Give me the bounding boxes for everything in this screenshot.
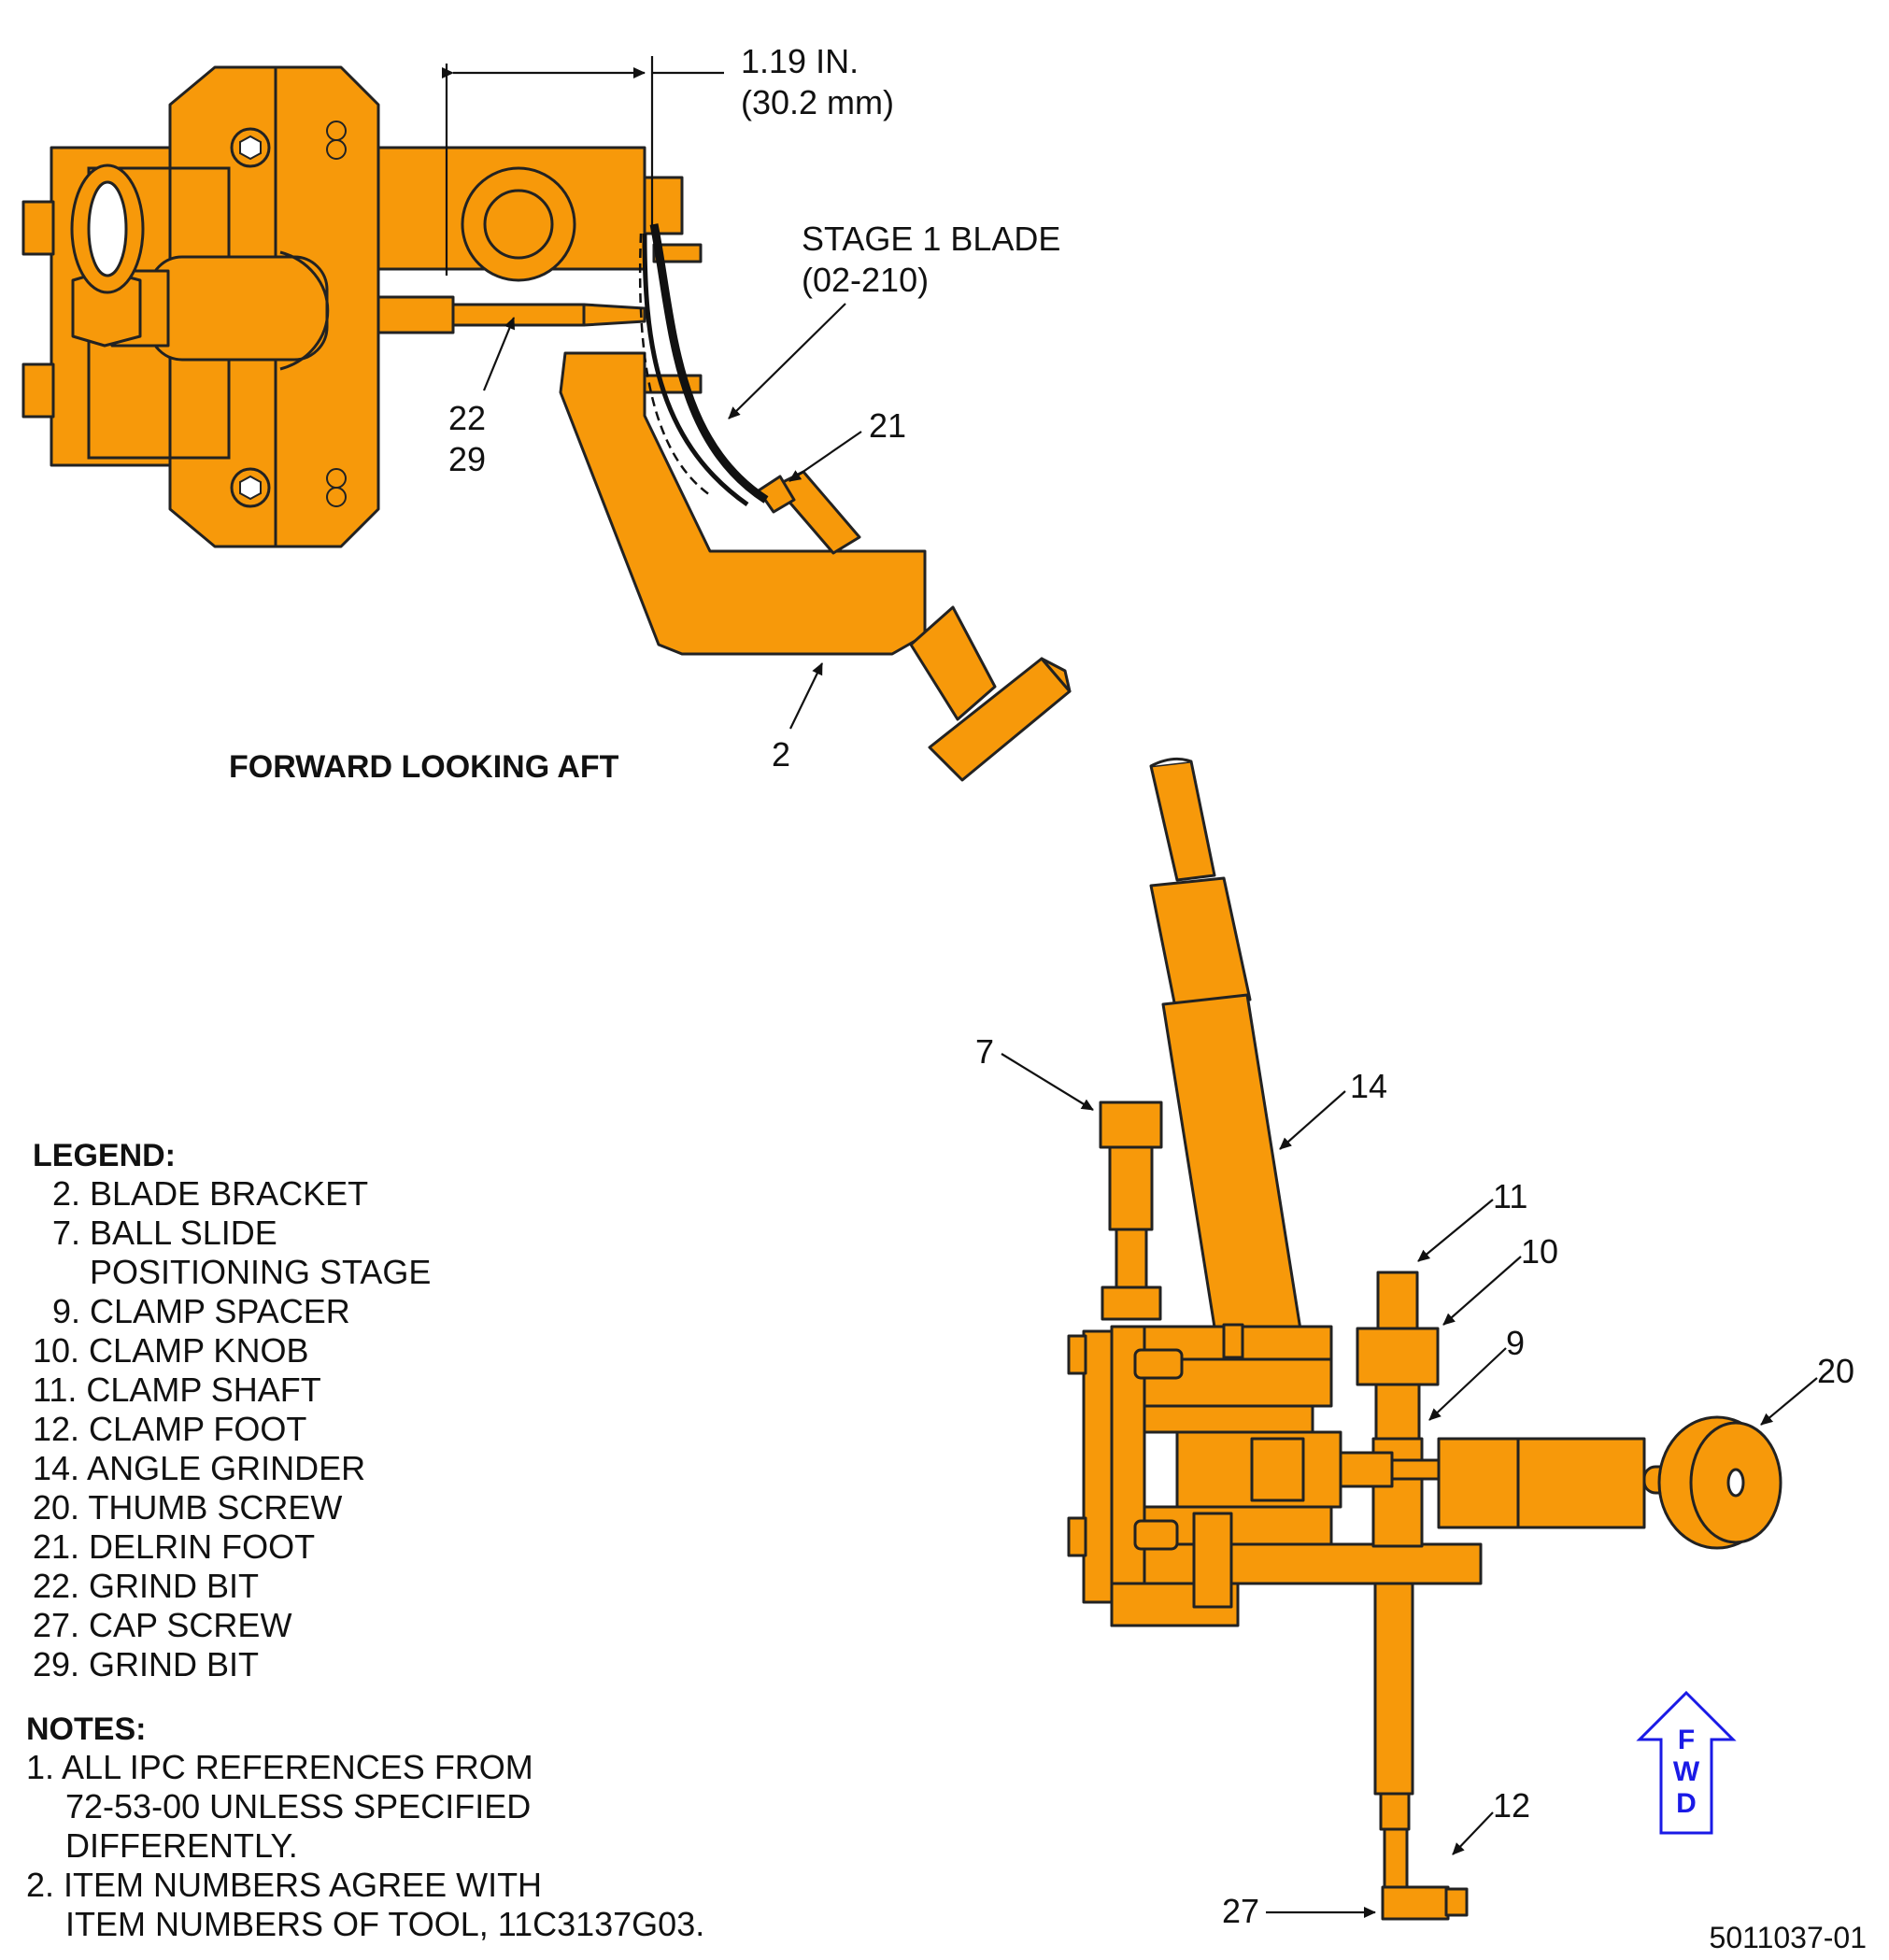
legend: LEGEND: 2. BLADE BRACKET 7. BALL SLIDE P… [33,1138,431,1683]
dimension-annotation: 1.19 IN. (30.2 mm) [442,42,894,276]
callout-12: 12 [1493,1786,1530,1825]
grind-bit-shaft [451,303,586,327]
tab-upper [643,176,684,235]
grind-bit-tip [582,303,646,327]
callout-2: 2 [772,735,790,774]
ball-slide-foot [1101,1285,1162,1321]
fwd-letter-d: D [1676,1788,1697,1819]
clamp-shaft-top [1376,1271,1419,1330]
side-callouts: 7 14 11 10 9 20 12 27 [975,1032,1854,1930]
ball-slide-stem [1115,1228,1148,1291]
legend-item: 11. CLAMP SHAFT [33,1371,321,1409]
fwd-letter-f: F [1678,1725,1695,1755]
callout-27: 27 [1222,1892,1259,1930]
notes-title: NOTES: [26,1711,146,1747]
grinder-shaft [148,255,329,362]
clamp-spacer [1374,1383,1421,1442]
callout-11: 11 [1493,1177,1527,1215]
legend-item: 7. BALL SLIDE [52,1214,277,1252]
note-line: 72-53-00 UNLESS SPECIFIED [65,1787,531,1825]
callout-14: 14 [1350,1067,1387,1105]
dimension-inch: 1.19 IN. [741,42,859,80]
blade-label-line1: STAGE 1 BLADE [802,220,1060,258]
notes: NOTES: 1. ALL IPC REFERENCES FROM 72-53-… [26,1711,704,1943]
callout-20: 20 [1817,1352,1854,1390]
top-view-caption: FORWARD LOOKING AFT [229,749,619,785]
legend-title: LEGEND: [33,1138,176,1173]
legend-item: 21. DELRIN FOOT [33,1527,315,1566]
bearing-inner [483,189,554,260]
clamp-foot [1381,1885,1450,1921]
bracket-thumb-screw-shaft [909,605,997,721]
legend-item: 14. ANGLE GRINDER [33,1449,365,1487]
delrin-foot [757,475,796,514]
frame-left-plate [1082,1329,1114,1604]
fwd-arrow: F W D [1636,1690,1737,1835]
side-view-assembly [1067,757,1782,1921]
stud-upper [21,200,55,256]
legend-item: 22. GRIND BIT [33,1567,259,1605]
ball-slide-top [1099,1101,1163,1149]
legend-item: 2. BLADE BRACKET [52,1174,368,1213]
clamp-shaft-lower [1373,1582,1414,1796]
grinder-tip [1149,760,1216,882]
callout-7: 7 [975,1032,994,1071]
collet [376,295,455,334]
grinder-neck [1149,876,1252,1009]
fwd-arrow-icon [1636,1690,1737,1835]
legend-item: 9. CLAMP SPACER [52,1292,350,1330]
legend-item: 12. CLAMP FOOT [33,1410,306,1448]
legend-item: 20. THUMB SCREW [33,1488,342,1527]
clamp-knob [1356,1327,1440,1386]
callout-9: 9 [1506,1324,1525,1362]
note-line: 1. ALL IPC REFERENCES FROM [26,1748,533,1786]
blade-label: STAGE 1 BLADE (02-210) [728,220,1060,419]
dimension-mm: (30.2 mm) [741,83,894,121]
note-line: ITEM NUMBERS OF TOOL, 11C3137G03. [65,1905,704,1943]
ball-slide-post [1108,1145,1154,1231]
note-line: 2. ITEM NUMBERS AGREE WITH [26,1866,542,1904]
clamp-insert [1250,1437,1305,1502]
top-callouts: 22 29 21 2 FORWARD LOOKING AFT [229,317,906,785]
top-view-assembly [21,65,1072,782]
figure-id: 5011037-01 [1710,1921,1867,1954]
thumb-screw-barrel [1437,1437,1646,1529]
blade-bracket [559,351,927,656]
shaft-collar [1339,1451,1394,1488]
note-line: DIFFERENTLY. [65,1826,298,1865]
delrin-foot-stem [774,470,861,555]
legend-item: 27. CAP SCREW [33,1606,291,1644]
callout-10: 10 [1521,1232,1558,1271]
stud-lower [21,362,55,419]
callout-22: 22 [448,399,486,437]
angle-grinder-body [1161,993,1305,1358]
callout-29: 29 [448,440,486,478]
legend-item: POSITIONING STAGE [90,1253,431,1291]
legend-item: 10. CLAMP KNOB [33,1331,308,1370]
legend-item: 29. GRIND BIT [33,1645,259,1683]
fwd-letter-w: W [1673,1756,1700,1787]
cap-screw-side [1192,1512,1233,1609]
callout-21: 21 [869,406,906,445]
blade-label-line2: (02-210) [802,261,929,299]
